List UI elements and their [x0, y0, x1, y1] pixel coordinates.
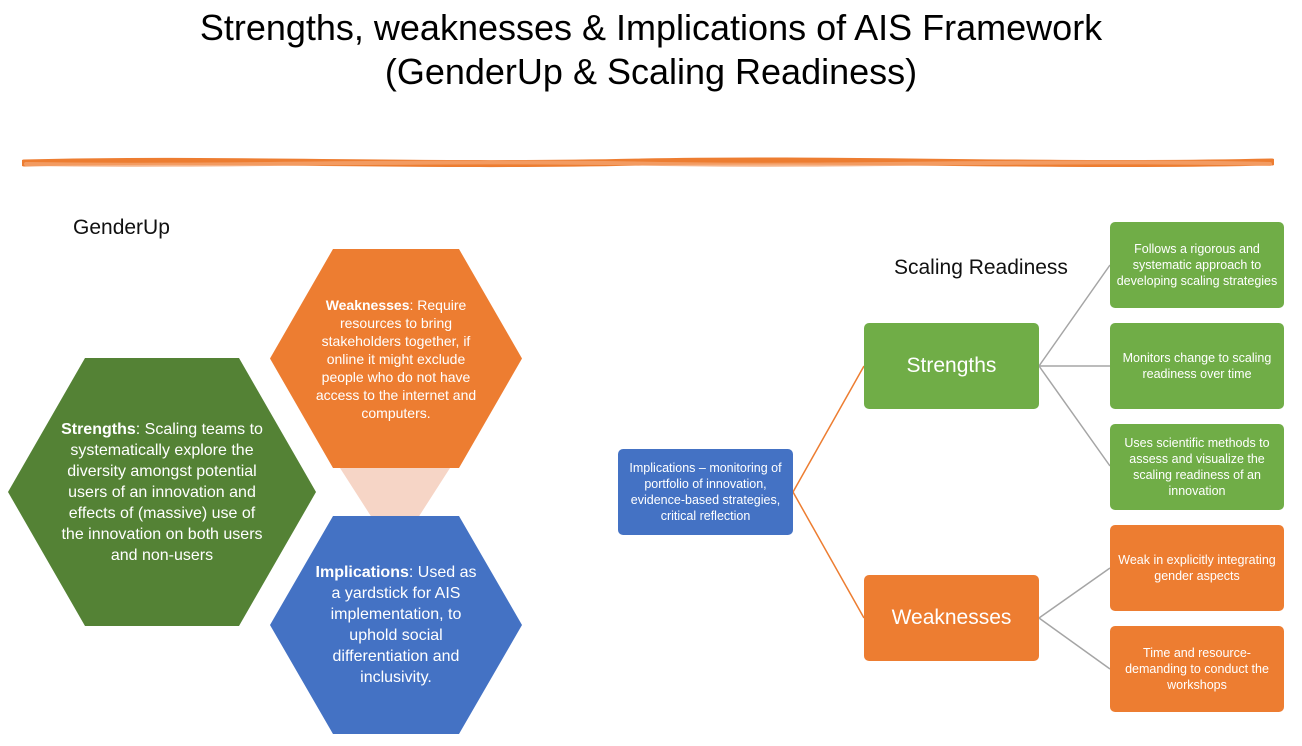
genderup-weaknesses-body: : Require resources to bring stakeholder…	[315, 296, 477, 421]
strength-item-text: Monitors change to scaling readiness ove…	[1122, 351, 1272, 381]
title-line-2: (GenderUp & Scaling Readiness)	[384, 51, 918, 92]
divider-line	[22, 157, 1274, 168]
genderup-implications-text: Implications: Used as a yardstick for AI…	[312, 562, 480, 688]
strength-item: Uses scientific methods to assess and vi…	[1110, 424, 1284, 510]
weakness-item: Time and resource-demanding to conduct t…	[1110, 626, 1284, 712]
genderup-weaknesses-heading: Weaknesses	[325, 296, 410, 313]
page-title: Strengths, weaknesses & Implications of …	[0, 6, 1302, 94]
genderup-weaknesses-text: Weaknesses: Require resources to bring s…	[314, 296, 478, 422]
scaling-implications-box: Implications – monitoring of portfolio o…	[618, 449, 793, 535]
scaling-strengths-box: Strengths	[864, 323, 1039, 409]
weakness-item-text: Weak in explicitly integrating gender as…	[1118, 553, 1276, 583]
strength-item: Monitors change to scaling readiness ove…	[1110, 323, 1284, 409]
scaling-implications-text: Implications – monitoring of portfolio o…	[629, 461, 782, 523]
scaling-weaknesses-label: Weaknesses	[891, 606, 1012, 629]
genderup-label: GenderUp	[73, 216, 170, 239]
strength-item: Follows a rigorous and systematic approa…	[1110, 222, 1284, 308]
scaling-strengths-label: Strengths	[906, 354, 997, 377]
scaling-weaknesses-box: Weaknesses	[864, 575, 1039, 661]
strength-item-text: Uses scientific methods to assess and vi…	[1124, 436, 1270, 498]
genderup-strengths-heading: Strengths	[61, 420, 136, 438]
strength-item-text: Follows a rigorous and systematic approa…	[1116, 242, 1278, 288]
genderup-implications-heading: Implications	[315, 564, 409, 581]
weakness-item-text: Time and resource-demanding to conduct t…	[1125, 646, 1269, 692]
genderup-strengths-body: : Scaling teams to systematically explor…	[61, 420, 263, 564]
title-line-1: Strengths, weaknesses & Implications of …	[199, 7, 1103, 48]
scaling-readiness-label: Scaling Readiness	[894, 256, 1068, 279]
genderup-implications-body: : Used as a yardstick for AIS implementa…	[330, 564, 477, 686]
genderup-strengths-text: Strengths: Scaling teams to systematical…	[60, 419, 264, 566]
genderup-weaknesses-hex: Weaknesses: Require resources to bring s…	[270, 249, 522, 468]
weakness-item: Weak in explicitly integrating gender as…	[1110, 525, 1284, 611]
